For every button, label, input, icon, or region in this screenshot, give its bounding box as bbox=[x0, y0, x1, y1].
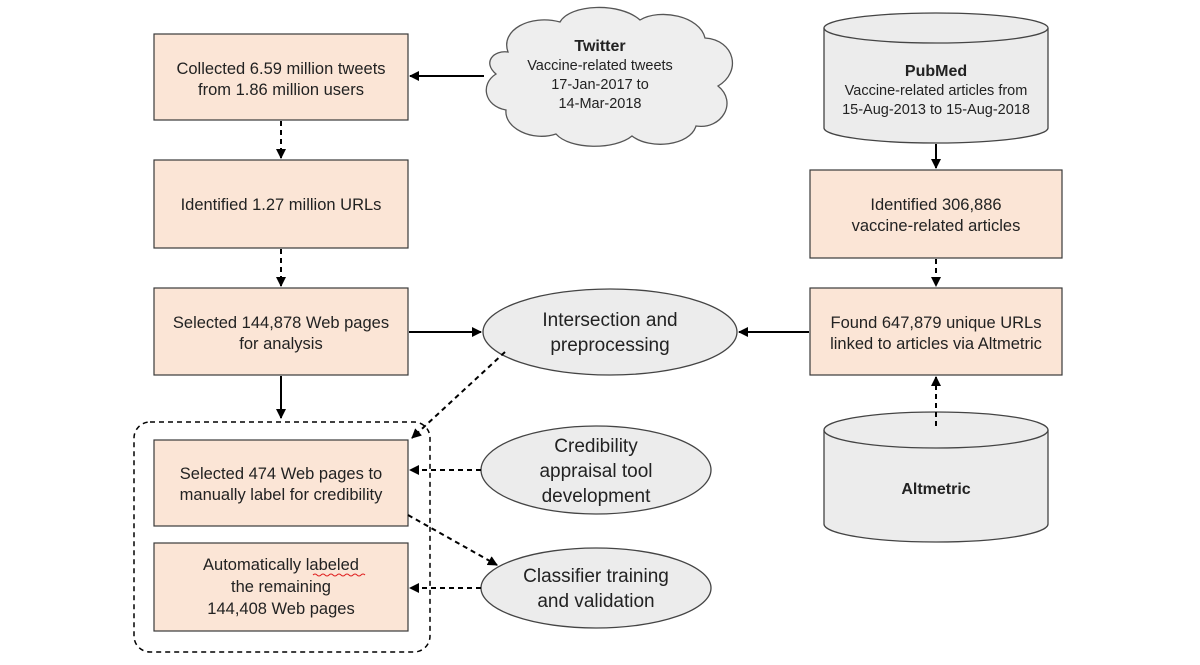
credibility-line-2: appraisal tool bbox=[539, 461, 652, 482]
found-line-1: Found 647,879 unique URLs bbox=[831, 314, 1042, 332]
intersection-line-1: Intersection and bbox=[542, 310, 677, 331]
classifier-line-2: and validation bbox=[537, 591, 654, 612]
pubmed-title: PubMed bbox=[905, 63, 967, 80]
collected-line-1: Collected 6.59 million tweets bbox=[176, 60, 385, 78]
manual-labeling-group bbox=[133, 421, 431, 653]
pubmed-line-1: Vaccine-related articles from bbox=[845, 83, 1028, 99]
intersection-line-2: preprocessing bbox=[550, 335, 669, 356]
pubmed-line-2: 15-Aug-2013 to 15-Aug-2018 bbox=[842, 102, 1030, 118]
spellcheck-underline bbox=[312, 573, 366, 577]
articles-line-2: vaccine-related articles bbox=[852, 217, 1021, 235]
urls-line-1: Identified 1.27 million URLs bbox=[181, 196, 382, 214]
connectors bbox=[276, 71, 941, 593]
credibility-line-3: development bbox=[542, 486, 652, 507]
credibility-ellipse: Credibility appraisal tool development bbox=[480, 425, 712, 515]
selected-line-2: for analysis bbox=[239, 335, 322, 353]
classifier-ellipse: Classifier training and validation bbox=[480, 547, 712, 629]
auto-line-2: the remaining bbox=[231, 578, 331, 596]
collected-line-2: from 1.86 million users bbox=[198, 81, 364, 99]
pubmed-source-cylinder: PubMed Vaccine-related articles from 15-… bbox=[823, 12, 1049, 144]
twitter-source-cloud: Twitter Vaccine-related tweets 17-Jan-20… bbox=[485, 6, 734, 147]
manual-label-box: Selected 474 Web pages to manually label… bbox=[153, 439, 409, 527]
manual-line-1: Selected 474 Web pages to bbox=[180, 465, 382, 483]
found-line-2: linked to articles via Altmetric bbox=[830, 335, 1042, 353]
arrow-intersection-to-manual bbox=[411, 351, 506, 439]
twitter-line-3: 14-Mar-2018 bbox=[558, 96, 641, 112]
auto-label-box: Automatically labeled the remaining 144,… bbox=[153, 542, 409, 632]
arrow-manual-to-classifier bbox=[407, 514, 498, 566]
identified-articles-box: Identified 306,886 vaccine-related artic… bbox=[809, 169, 1063, 259]
identified-urls-box: Identified 1.27 million URLs bbox=[153, 159, 409, 249]
twitter-line-2: 17-Jan-2017 to bbox=[551, 77, 649, 93]
altmetric-title: Altmetric bbox=[901, 481, 970, 498]
found-urls-box: Found 647,879 unique URLs linked to arti… bbox=[809, 287, 1063, 376]
twitter-line-1: Vaccine-related tweets bbox=[527, 58, 673, 74]
selected-pages-box: Selected 144,878 Web pages for analysis bbox=[153, 287, 409, 376]
selected-line-1: Selected 144,878 Web pages bbox=[173, 314, 389, 332]
twitter-title: Twitter bbox=[574, 38, 625, 55]
articles-line-1: Identified 306,886 bbox=[870, 196, 1001, 214]
classifier-line-1: Classifier training bbox=[523, 566, 669, 587]
altmetric-source-cylinder: Altmetric bbox=[823, 411, 1049, 543]
manual-line-2: manually label for credibility bbox=[180, 486, 383, 504]
credibility-line-1: Credibility bbox=[554, 436, 638, 457]
auto-line-1: Automatically labeled bbox=[203, 556, 359, 574]
intersection-ellipse: Intersection and preprocessing bbox=[482, 288, 738, 376]
auto-line-3: 144,408 Web pages bbox=[207, 600, 354, 618]
collected-tweets-box: Collected 6.59 million tweets from 1.86 … bbox=[153, 33, 409, 121]
